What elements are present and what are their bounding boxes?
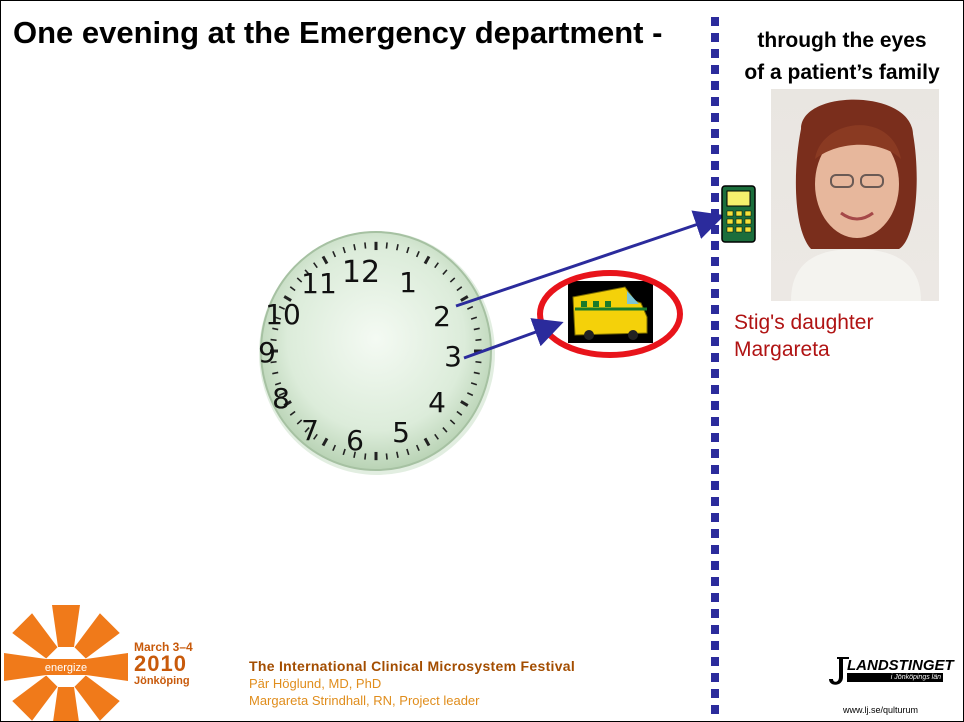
clock-tick <box>473 371 480 375</box>
landstinget-name: LANDSTINGET <box>847 657 954 674</box>
clock-tick <box>385 242 388 249</box>
clock-tick <box>470 382 478 386</box>
clock-tick <box>467 305 474 310</box>
clock-tick <box>274 316 282 320</box>
clock-tick <box>289 286 296 292</box>
clock-tick <box>274 382 282 386</box>
clock-tick <box>385 453 388 460</box>
dotted-divider <box>710 17 720 721</box>
clock-tick <box>332 250 337 258</box>
clock-tick <box>423 437 431 447</box>
clock-tick <box>460 400 469 407</box>
clock-tick <box>406 246 410 254</box>
clock-number-3: 3 <box>444 340 462 373</box>
clock-tick <box>434 262 439 269</box>
clock-number-7: 7 <box>301 414 319 447</box>
clock-ticks <box>270 241 482 461</box>
clock-tick <box>415 444 420 452</box>
clock-tick <box>396 244 399 251</box>
event-date: March 3–4 2010 Jönköping <box>134 641 193 687</box>
clock-tick <box>296 419 303 425</box>
clock-tick <box>456 286 463 292</box>
clock-tick <box>289 410 296 416</box>
clock-tick <box>353 451 356 458</box>
clock-number-8: 8 <box>272 382 290 415</box>
clock-tick <box>296 277 303 283</box>
clock-tick <box>442 269 448 275</box>
event-dates: March 3–4 <box>134 640 193 654</box>
clock-tick <box>283 295 292 302</box>
clock-tick <box>449 419 456 425</box>
photo-caption: Stig's daughter Margareta <box>734 309 960 363</box>
clock-tick <box>278 392 285 397</box>
clock-tick <box>353 244 356 251</box>
clock-tick <box>272 327 279 331</box>
clock-tick <box>473 327 480 331</box>
clock-number-6: 6 <box>346 424 364 457</box>
event-city: Jönköping <box>134 675 190 687</box>
clock-tick <box>283 400 292 407</box>
clock-tick <box>278 305 285 310</box>
clock-number-9: 9 <box>258 336 276 369</box>
event-year: 2010 <box>134 651 187 676</box>
clock-tick <box>470 316 478 320</box>
slide-title: One evening at the Emergency department … <box>13 15 663 50</box>
mobile-phone-icon <box>721 185 756 243</box>
subtitle-line-2: of a patient’s family <box>744 61 940 84</box>
clock-tick <box>270 338 277 342</box>
clock-tick <box>321 437 329 447</box>
clock-tick <box>434 433 439 440</box>
clock-tick <box>342 448 346 456</box>
clock-tick <box>475 338 482 342</box>
clock-number-2: 2 <box>433 300 451 333</box>
arrow-clock-to-phone <box>455 210 725 308</box>
energize-event-logo: energize <box>1 599 216 721</box>
wall-clock: 12 1 2 3 4 5 6 7 8 9 10 11 <box>258 231 495 475</box>
clock-tick <box>415 250 420 258</box>
author-1: Pär Höglund, MD, PhD <box>249 676 382 691</box>
clock-tick <box>270 360 277 364</box>
highlight-ring <box>537 270 683 358</box>
clock-tick <box>456 410 463 416</box>
clock-tick <box>321 255 329 265</box>
arrow-clock-to-ambulance <box>463 318 564 360</box>
landstinget-url[interactable]: www.lj.se/qulturum <box>843 705 919 715</box>
clock-number-10: 10 <box>265 298 301 331</box>
clock-tick <box>406 448 410 456</box>
clock-tick <box>272 371 279 375</box>
clock-tick <box>396 451 399 458</box>
ambulance-icon <box>568 281 653 343</box>
clock-tick <box>304 427 310 433</box>
clock-tick <box>442 427 448 433</box>
clock-tick <box>423 255 431 265</box>
clock-tick <box>364 453 367 460</box>
clock-tick <box>364 242 367 249</box>
clock-number-4: 4 <box>428 386 446 419</box>
clock-tick <box>313 433 318 440</box>
clock-tick <box>467 392 474 397</box>
author-2: Margareta Strindhall, RN, Project leader <box>249 693 480 708</box>
landstinget-mark-icon <box>829 657 849 685</box>
clock-tick <box>475 360 482 364</box>
event-brand: energize <box>45 662 87 674</box>
portrait-photo <box>771 89 939 301</box>
caption-line-2: Margareta <box>734 338 830 361</box>
clock-number-12: 12 <box>342 255 380 290</box>
clock-tick <box>313 262 318 269</box>
clock-tick <box>332 444 337 452</box>
subtitle-line-1: through the eyes <box>757 29 927 52</box>
slide-subtitle: through the eyes of a patient’s family <box>719 25 963 89</box>
clock-number-1: 1 <box>399 266 417 299</box>
clock-number-11: 11 <box>301 267 337 300</box>
clock-tick <box>342 246 346 254</box>
clock-tick <box>460 295 469 302</box>
landstinget-subtitle: i Jönköpings län <box>847 673 943 682</box>
clock-number-5: 5 <box>392 416 410 449</box>
clock-tick <box>449 277 456 283</box>
clock-tick <box>304 269 310 275</box>
festival-name: The International Clinical Microsystem F… <box>249 658 576 674</box>
caption-line-1: Stig's daughter <box>734 311 874 334</box>
